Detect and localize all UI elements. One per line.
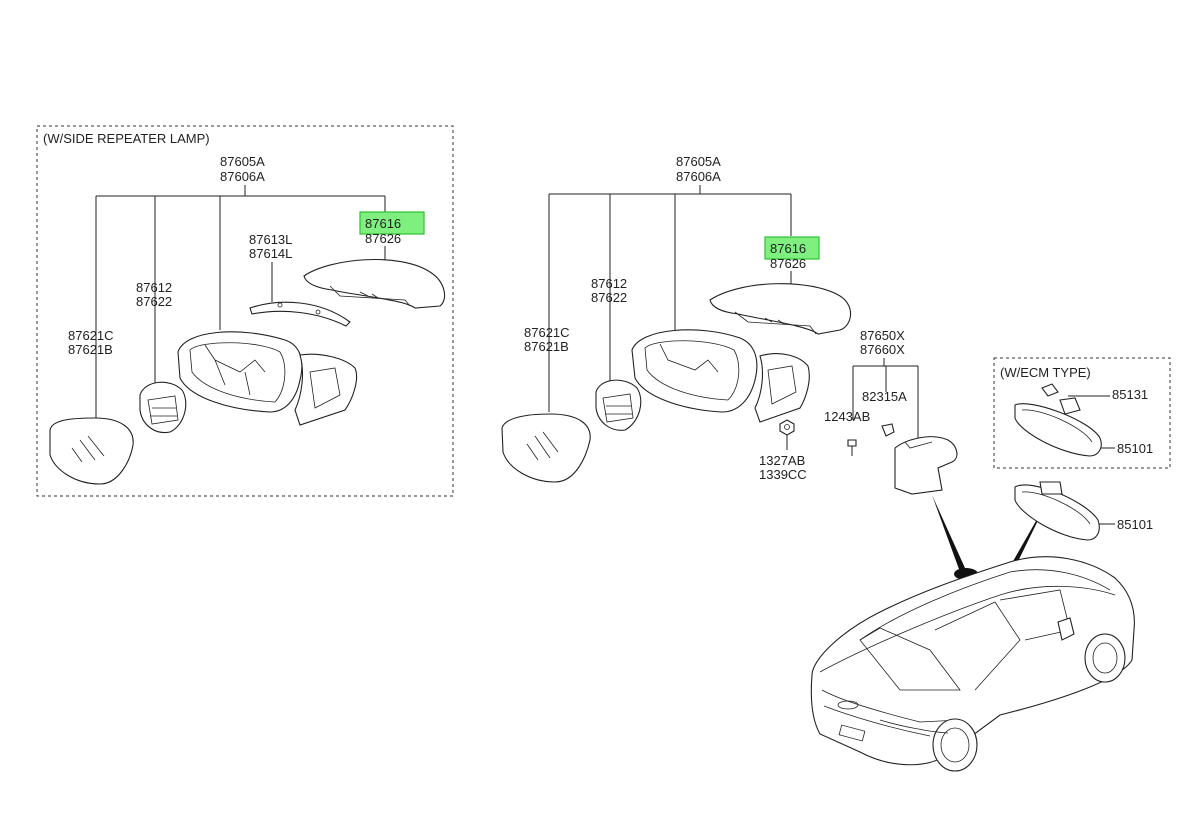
left-mirror-actuator xyxy=(139,381,187,434)
clip xyxy=(881,423,895,437)
right-assy-label-1: 87605A xyxy=(676,154,721,169)
inner-mount-bracket xyxy=(852,358,919,440)
left-cover-label-2: 87626 xyxy=(365,231,401,246)
left-mirror-cover xyxy=(303,258,446,309)
right-cover-highlight[interactable] xyxy=(764,236,820,260)
left-repeater-lamp xyxy=(249,301,351,327)
left-cover-highlight[interactable] xyxy=(359,211,425,235)
right-nut xyxy=(779,419,795,450)
left-actuator-label-1: 87612 xyxy=(136,280,172,295)
left-glass-label-1: 87621C xyxy=(68,328,114,343)
right-glass-label-1: 87621C xyxy=(524,325,570,340)
right-mirror-glass xyxy=(501,413,591,483)
right-nut-label-1: 1327AB xyxy=(759,453,805,468)
inside-mirror-label: 85101 xyxy=(1117,517,1153,532)
inner-mount-label-1: 87650X xyxy=(860,328,905,343)
mount-pointer xyxy=(932,495,965,572)
right-nut-label-2: 1339CC xyxy=(759,467,807,482)
car-illustration xyxy=(810,556,1135,772)
side-repeater-group-box xyxy=(36,125,454,497)
left-actuator-label-2: 87622 xyxy=(136,294,172,309)
inside-mirror xyxy=(1014,481,1100,541)
right-glass-label-2: 87621B xyxy=(524,339,569,354)
ecm-mirror-label: 85101 xyxy=(1117,441,1153,456)
clip-label: 82315A xyxy=(862,389,907,404)
ecm-inside-mirror xyxy=(1014,383,1102,457)
right-cover-label-2: 87626 xyxy=(770,256,806,271)
left-cover-label-1[interactable]: 87616 xyxy=(365,216,401,231)
left-repeater-label-1: 87613L xyxy=(249,232,292,247)
right-actuator-label-1: 87612 xyxy=(591,276,627,291)
ecm-group-box xyxy=(993,357,1171,469)
right-actuator-label-2: 87622 xyxy=(591,290,627,305)
ecm-cover-label: 85131 xyxy=(1112,387,1148,402)
left-repeater-label-2: 87614L xyxy=(249,246,292,261)
left-assy-label-2: 87606A xyxy=(220,169,265,184)
right-assy-label-2: 87606A xyxy=(676,169,721,184)
side-repeater-group-title: (W/SIDE REPEATER LAMP) xyxy=(43,131,210,146)
left-glass-label-2: 87621B xyxy=(68,342,113,357)
right-mirror-actuator xyxy=(595,379,642,431)
left-assy-bracket xyxy=(95,185,386,420)
left-mirror-housing xyxy=(177,331,358,426)
inner-mount-label-2: 87660X xyxy=(860,342,905,357)
right-assy-bracket xyxy=(548,185,792,412)
left-assy-label-1: 87605A xyxy=(220,154,265,169)
inner-mount-cover xyxy=(894,436,958,495)
right-cover-label-1[interactable]: 87616 xyxy=(770,241,806,256)
left-mirror-glass xyxy=(49,417,134,485)
right-mirror-cover xyxy=(709,283,852,335)
ecm-group-title: (W/ECM TYPE) xyxy=(1000,365,1091,380)
right-mirror-housing xyxy=(631,329,810,423)
screw-label: 1243AB xyxy=(824,409,870,424)
screw xyxy=(847,439,857,456)
